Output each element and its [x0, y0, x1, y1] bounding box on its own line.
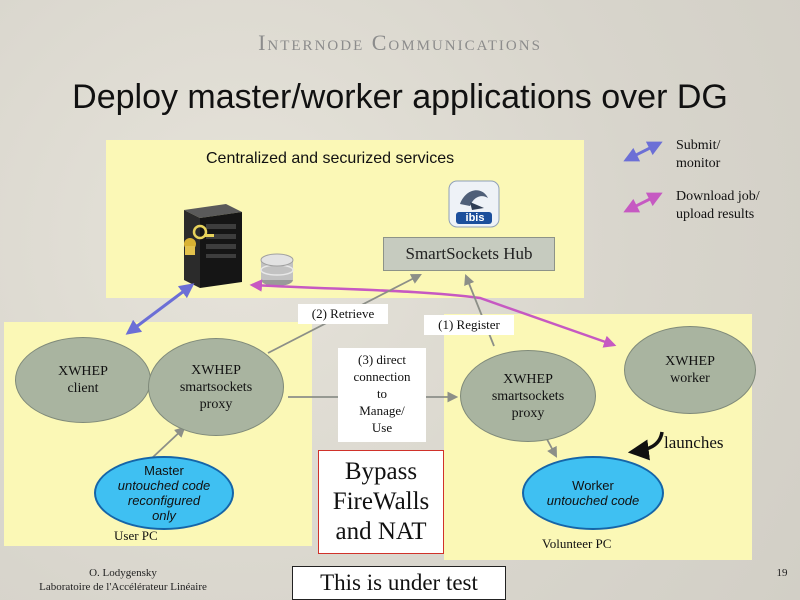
ibis-logo-text: ibis: [465, 212, 485, 224]
volunteer-pc-label: Volunteer PC: [542, 536, 612, 551]
master-node: Master untouched code reconfigured only: [94, 456, 234, 530]
step-register-label: (1) Register: [424, 315, 514, 335]
legend-download-arrow: [623, 192, 663, 213]
server-icon: [176, 196, 248, 292]
footer-credit: O. Lodygensky Laboratoire de l'Accélérat…: [39, 567, 207, 593]
step-retrieve-label: (2) Retrieve: [298, 304, 388, 324]
bypass-firewalls-box: Bypass FireWalls and NAT: [318, 450, 444, 554]
slide-title: Deploy master/worker applications over D…: [72, 78, 728, 116]
launches-label: launches: [664, 433, 724, 452]
master-to-proxy-arrow: [151, 426, 186, 459]
central-services-label: Centralized and securized services: [206, 150, 455, 167]
page-number: 19: [776, 567, 788, 579]
legend-submit-arrow: [623, 141, 663, 162]
download-arrow: [249, 279, 617, 348]
ibis-logo-icon: [448, 180, 500, 228]
user-pc-label: User PC: [114, 528, 158, 543]
register-arrow: [464, 273, 495, 347]
legend-submit-label: Submit/monitor: [676, 138, 721, 171]
legend-download-label: Download job/upload results: [676, 189, 760, 222]
step-direct-label: (3) direct connection to Manage/ Use: [338, 348, 426, 442]
worker-node: Worker untouched code: [522, 456, 664, 530]
under-test-box: This is under test: [292, 566, 506, 600]
submit-arrow: [125, 283, 195, 335]
launches-arrow: [627, 431, 664, 461]
smartsockets-hub: SmartSockets Hub: [383, 237, 555, 271]
section-title: Internode Communications: [258, 30, 542, 55]
